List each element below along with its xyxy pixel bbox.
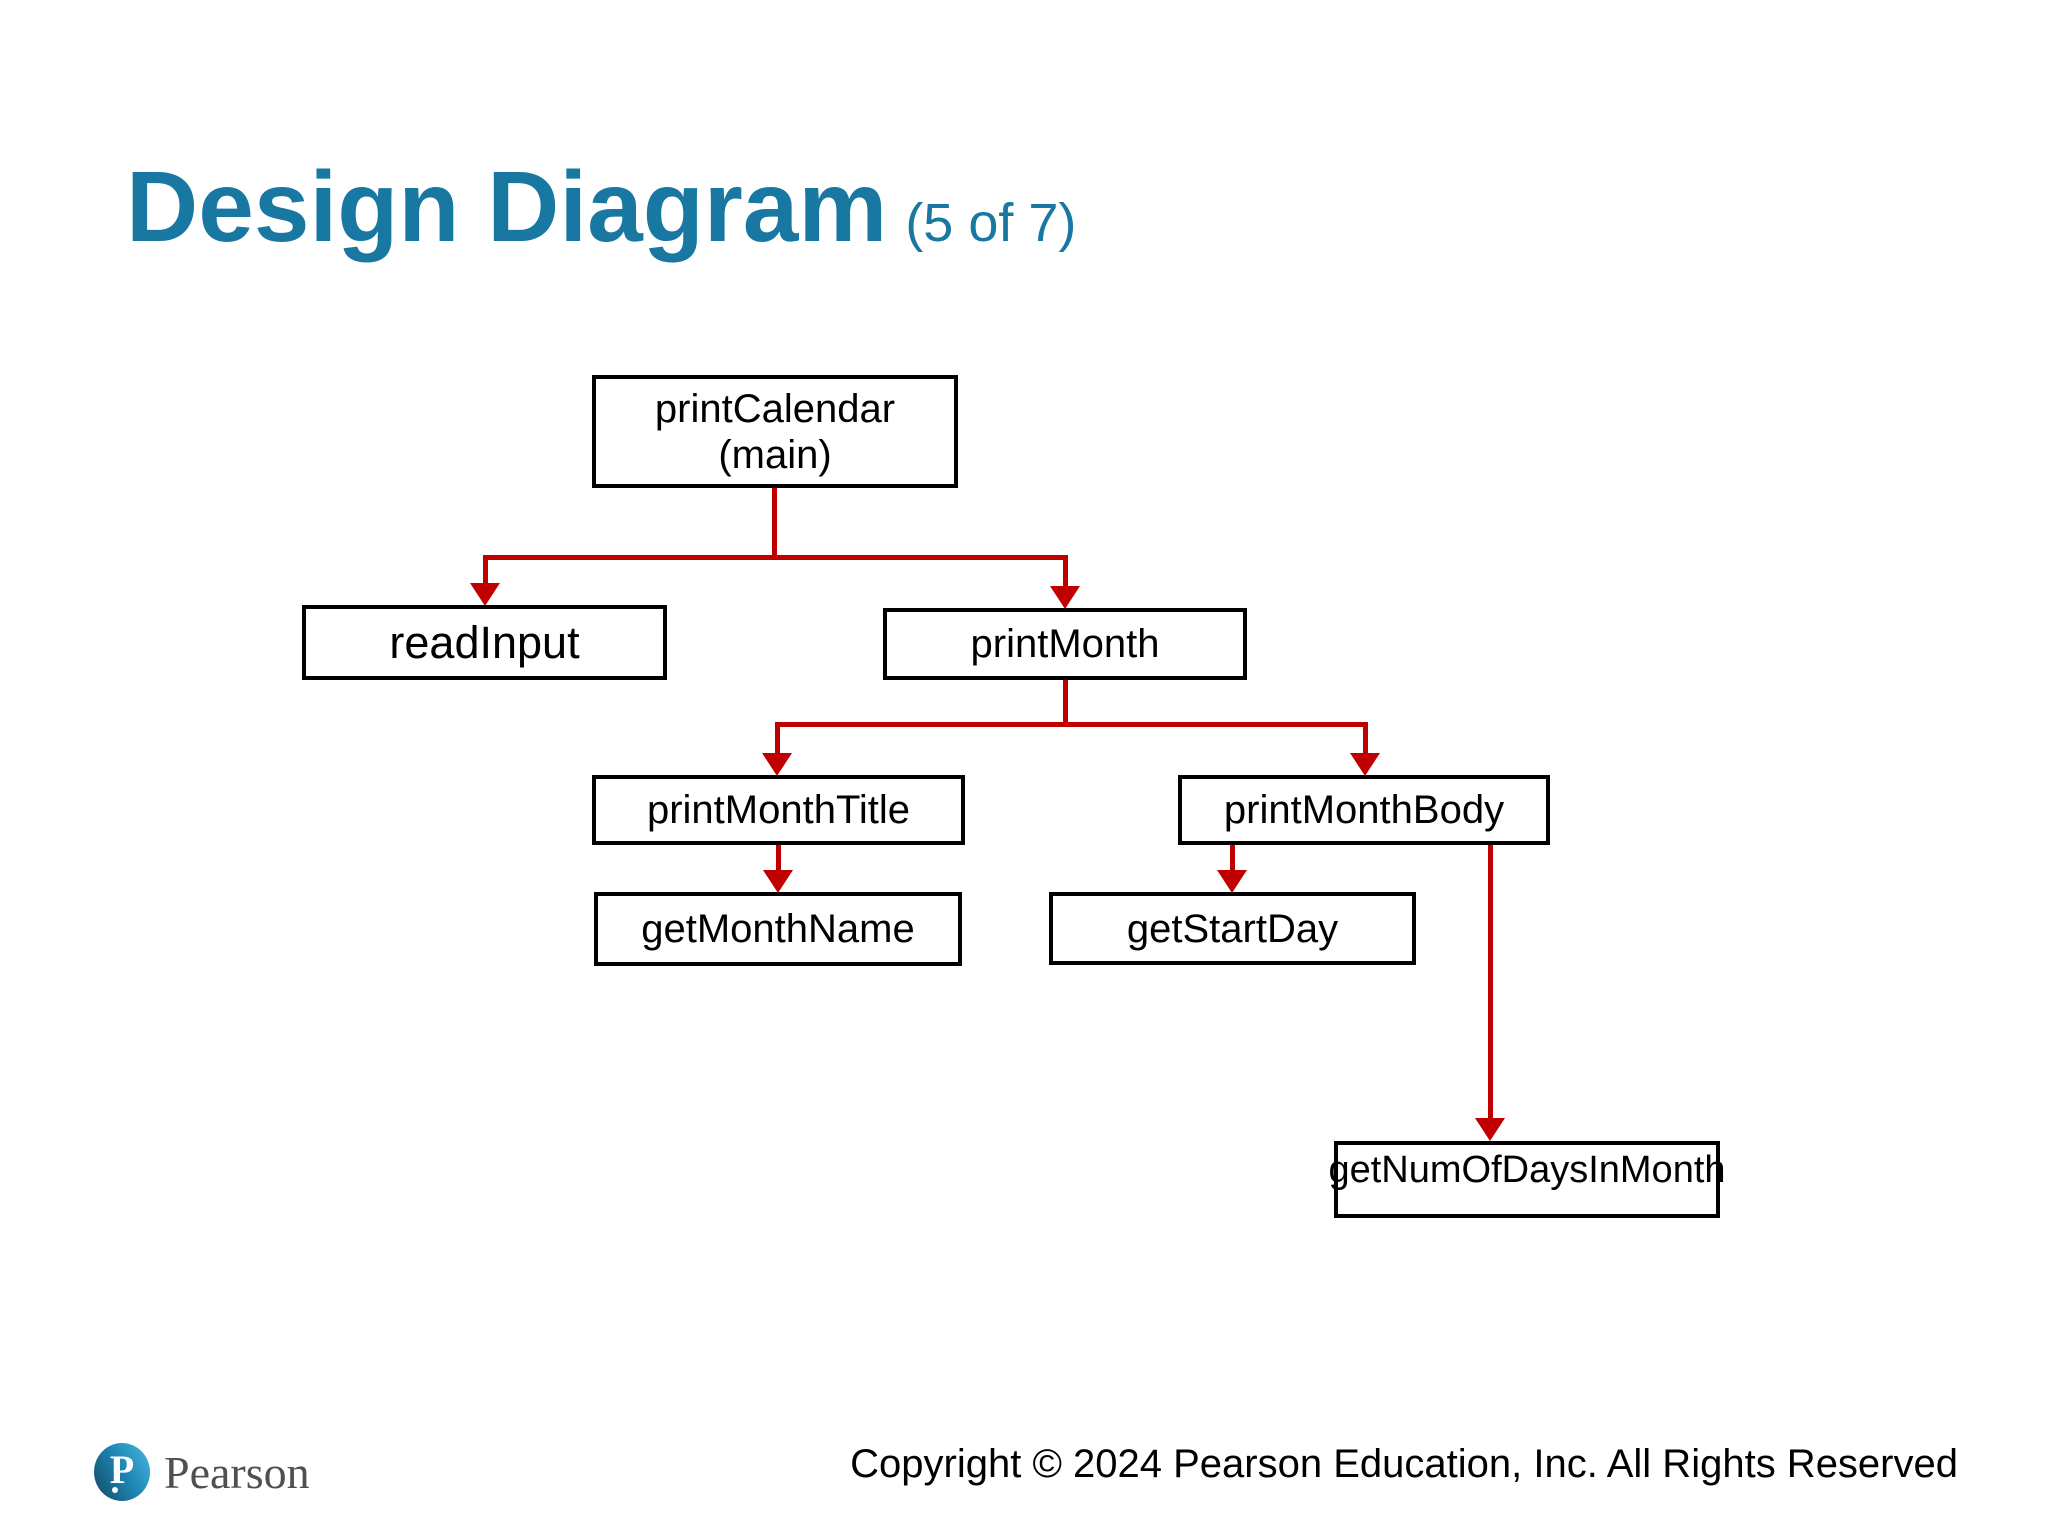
edge-level2-horizontal-line: [775, 722, 1368, 727]
node-getmonthname: getMonthName: [594, 892, 962, 966]
svg-text:P: P: [110, 1447, 134, 1492]
edge-printcalendar-stem-line: [772, 488, 777, 558]
edge-to-printmonth-line: [1063, 555, 1068, 587]
node-printmonthtitle: printMonthTitle: [592, 775, 965, 845]
page-title: Design Diagram (5 of 7): [126, 152, 1076, 262]
node-label: printMonthTitle: [646, 788, 911, 832]
arrowhead-getnumofdaysinmonth-icon: [1475, 1118, 1505, 1141]
arrowhead-printmonthtitle-icon: [762, 753, 792, 776]
edge-level1-horizontal-line: [483, 555, 1068, 560]
node-readinput: readInput: [302, 605, 667, 680]
pearson-logo: P Pearson: [94, 1443, 354, 1501]
node-getstartday: getStartDay: [1049, 892, 1416, 965]
node-printcalendar-main: printCalendar (main): [592, 375, 958, 488]
edge-to-getstartday-line: [1230, 845, 1235, 871]
node-getnumofdaysinmonth: getNumOfDaysInMonth: [1328, 1141, 1726, 1218]
edge-to-readinput-line: [483, 555, 488, 585]
edge-to-printmonthbody-line: [1363, 722, 1368, 753]
pearson-logo-icon: P: [94, 1443, 150, 1501]
edge-to-getmonthname-line: [776, 845, 781, 871]
node-printmonth: printMonth: [883, 608, 1247, 680]
page-indicator: (5 of 7): [905, 193, 1077, 253]
node-printmonthbody: printMonthBody: [1178, 775, 1550, 845]
arrowhead-readinput-icon: [470, 583, 500, 606]
copyright-text: Copyright © 2024 Pearson Education, Inc.…: [850, 1442, 1958, 1486]
edge-to-getnumofdaysinmonth-line: [1488, 845, 1493, 1119]
node-label: getStartDay: [1126, 906, 1339, 951]
node-label: printCalendar: [654, 386, 896, 431]
arrowhead-getstartday-icon: [1217, 870, 1247, 893]
edge-to-printmonthtitle-line: [775, 722, 780, 753]
node-label: printMonth: [970, 622, 1160, 666]
node-label: readInput: [389, 616, 580, 668]
arrowhead-printmonth-icon: [1050, 586, 1080, 609]
arrowhead-printmonthbody-icon: [1350, 753, 1380, 776]
node-label: getMonthName: [641, 907, 915, 951]
arrowhead-getmonthname-icon: [763, 870, 793, 893]
node-sublabel: (main): [718, 432, 832, 477]
pearson-brand-text: Pearson: [164, 1446, 310, 1498]
edge-printmonth-stem-line: [1063, 680, 1068, 727]
node-label: printMonthBody: [1223, 788, 1505, 832]
page-title-text: Design Diagram: [126, 151, 888, 263]
node-label: getNumOfDaysInMonth: [1328, 1149, 1726, 1191]
